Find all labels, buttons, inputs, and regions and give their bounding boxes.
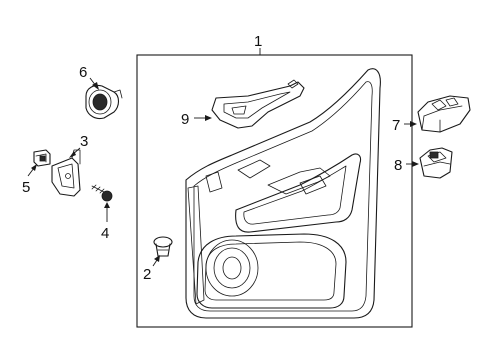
switch-part-8: [419, 147, 453, 179]
callout-1: 1: [254, 33, 262, 50]
arrow-7: [410, 121, 417, 127]
callout-8: 8: [394, 157, 402, 174]
clip-part-2: [153, 236, 173, 257]
arrow-2: [154, 255, 160, 262]
arrow-8: [412, 161, 419, 167]
callout-7: 7: [392, 117, 400, 134]
callout-2: 2: [143, 266, 151, 283]
assembly-box: [136, 54, 413, 328]
tweeter-part-6: [85, 84, 123, 120]
armrest-trim-part-9: [211, 79, 305, 129]
arrow-9: [205, 115, 212, 121]
callout-4: 4: [101, 225, 109, 242]
screw-part-4: [91, 184, 113, 202]
arrow-6: [92, 82, 99, 90]
arrow-5: [31, 164, 37, 171]
clip-part-5: [33, 149, 51, 167]
leader-2: [152, 259, 158, 267]
arrow-4: [104, 202, 110, 208]
callout-3: 3: [80, 133, 88, 150]
arrow-3: [69, 151, 76, 158]
door-trim-panel: [185, 68, 381, 319]
window-switch-part-7: [417, 95, 471, 133]
callout-5: 5: [22, 179, 30, 196]
bracket-part-3: [51, 149, 81, 197]
callout-9: 9: [181, 111, 189, 128]
callout-6: 6: [79, 64, 87, 81]
